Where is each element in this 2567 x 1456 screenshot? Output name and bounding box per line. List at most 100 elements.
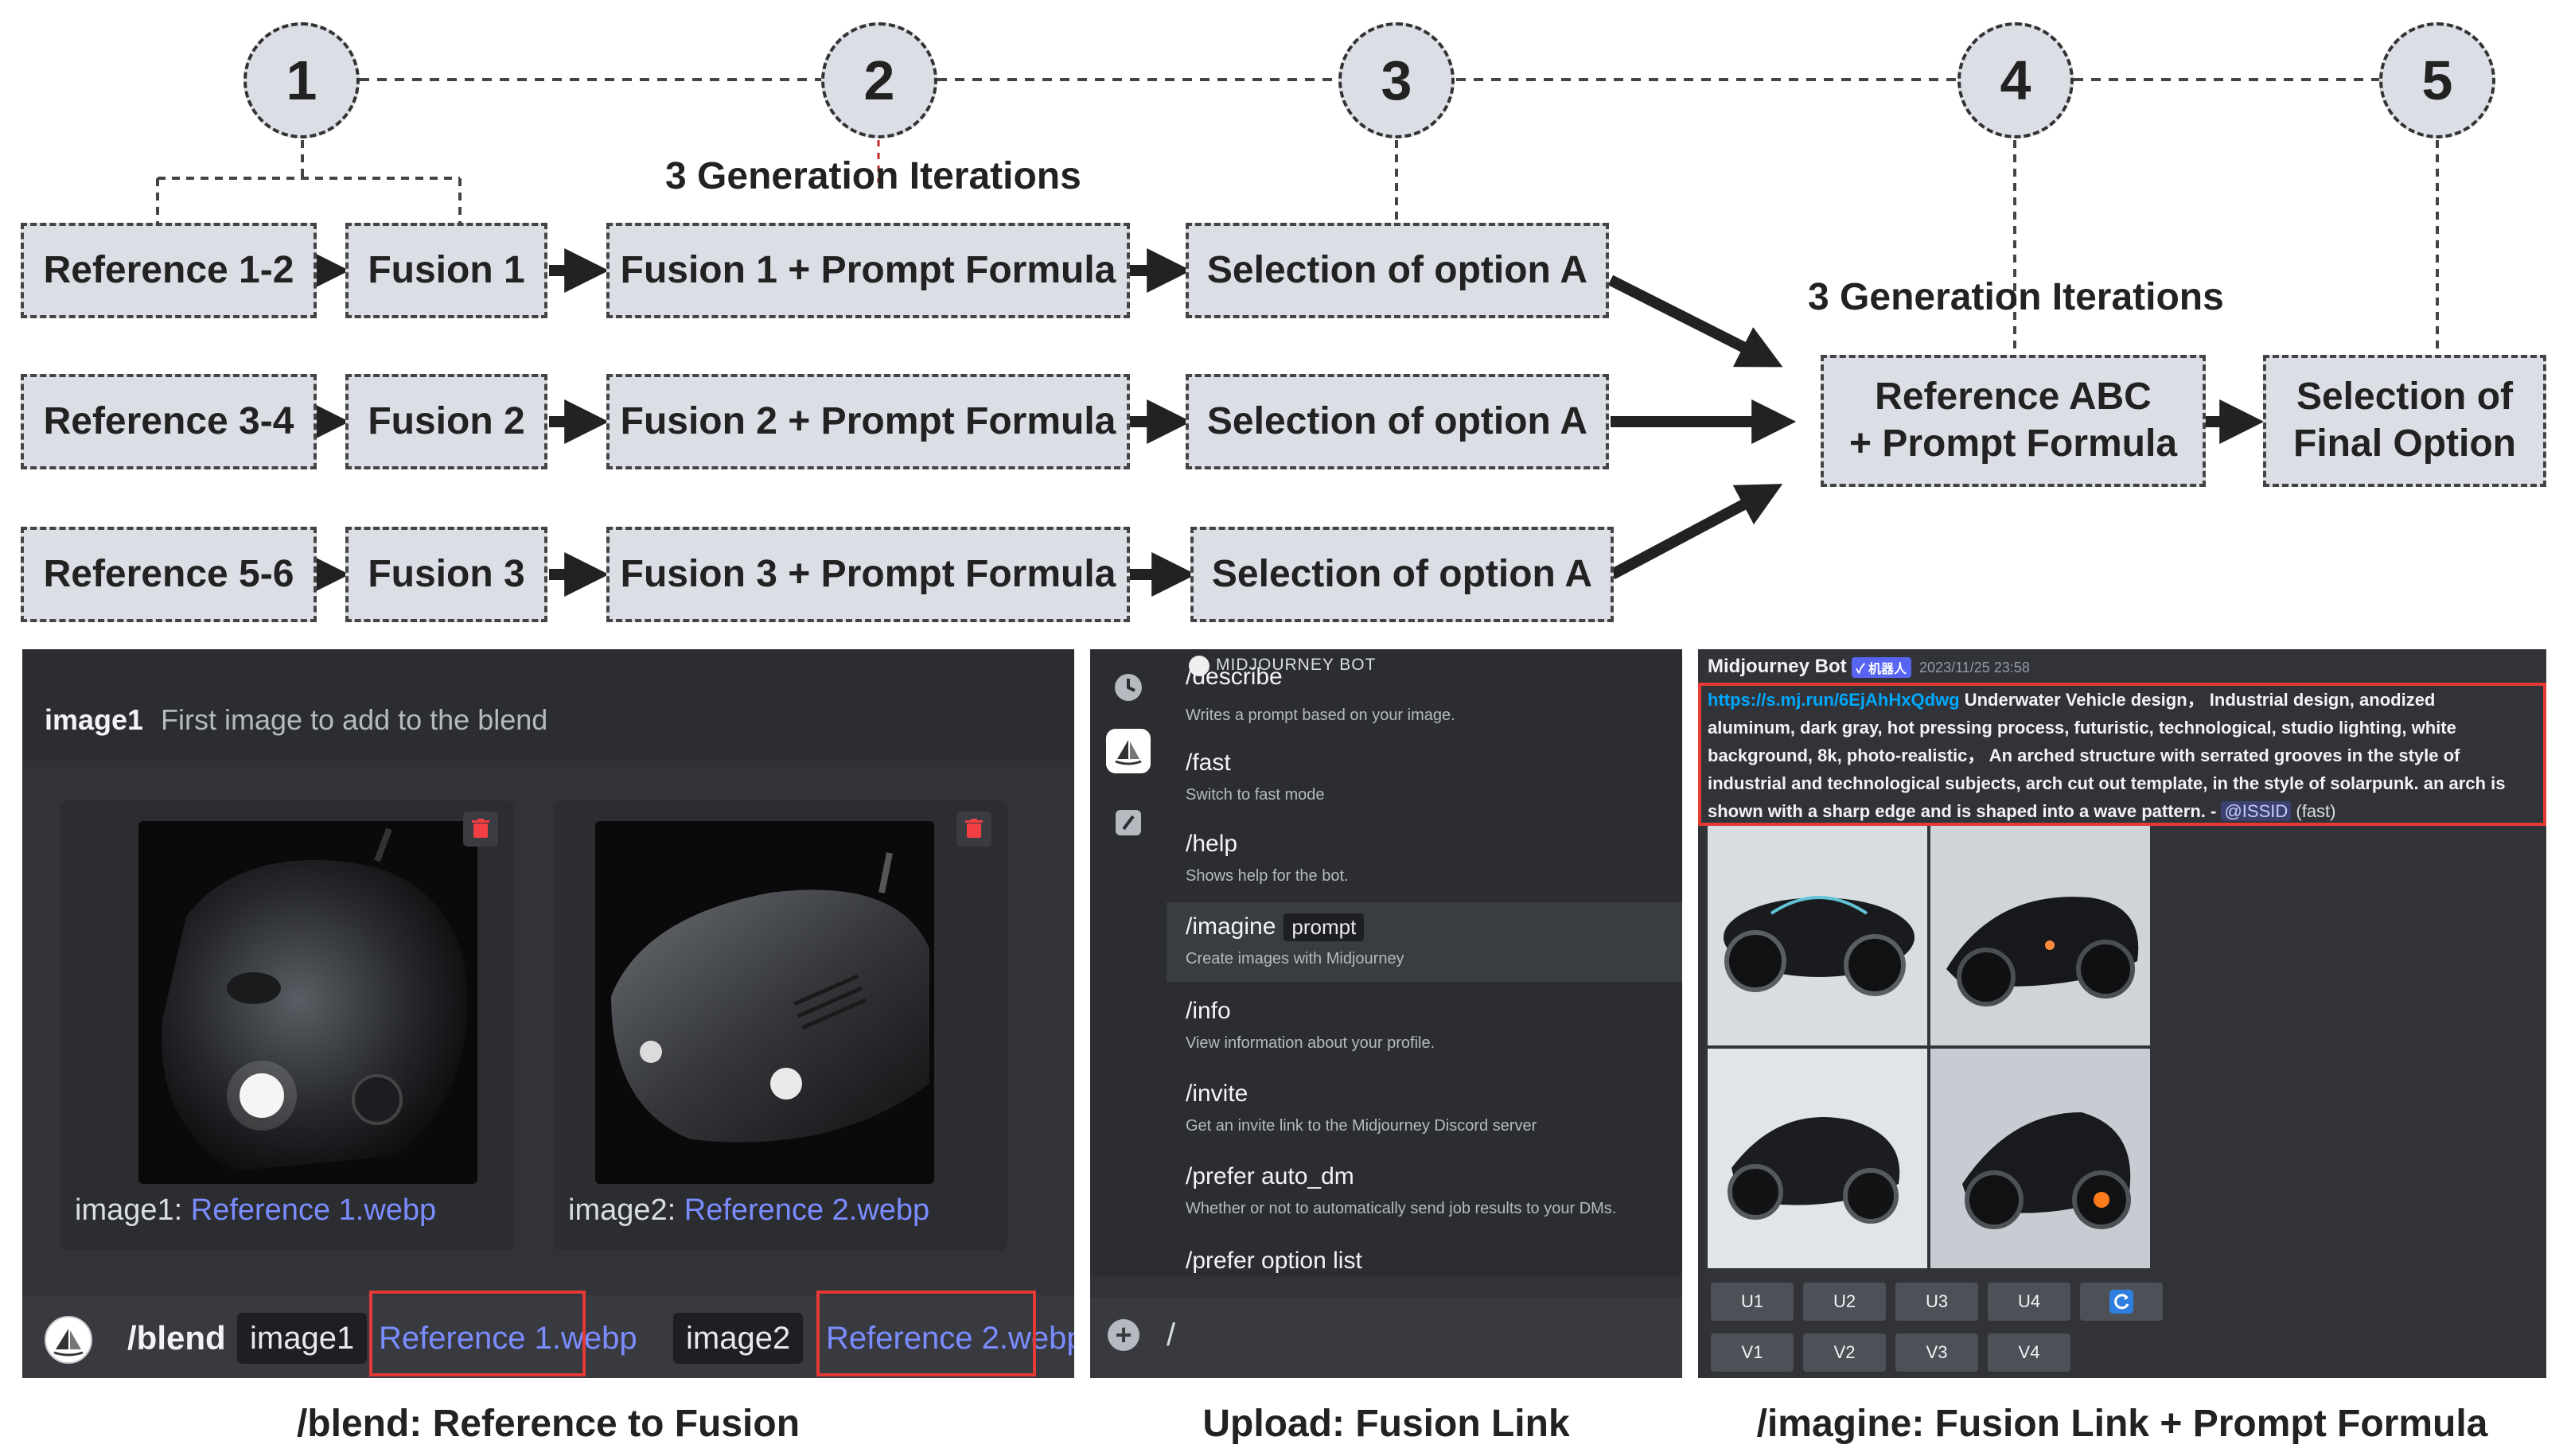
generated-image-grid[interactable] — [1708, 826, 2150, 1268]
generated-image-3[interactable] — [1708, 1049, 1927, 1268]
command-desc: Switch to fast mode — [1186, 786, 1325, 804]
blend-option-desc: First image to add to the blend — [161, 703, 548, 736]
command-describe[interactable]: /describe Writes a prompt based on your … — [1167, 657, 1682, 737]
reference-1-image — [138, 821, 477, 1184]
step-circle-3: 3 — [1338, 22, 1455, 138]
command-name: /prefer auto_dm — [1186, 1163, 1354, 1189]
command-name: /fast — [1186, 749, 1231, 776]
input-text: / — [1167, 1318, 1176, 1353]
command-name: /info — [1186, 998, 1231, 1024]
command-desc: Create images with Midjourney — [1186, 950, 1404, 967]
bot-name: MIDJOURNEY BOT — [1216, 656, 1377, 674]
command-list: MIDJOURNEY BOT /describe Writes a prompt… — [1167, 649, 1682, 1276]
bot-badge: ✓ 机器人 — [1851, 656, 1912, 678]
command-desc: Whether or not to automatically send job… — [1186, 1200, 1617, 1217]
command-prefer-option-list[interactable]: /prefer option list — [1167, 1236, 1682, 1276]
blend-param-image1[interactable]: image1 — [237, 1313, 368, 1364]
commands-panel: MIDJOURNEY BOT /describe Writes a prompt… — [1090, 649, 1682, 1378]
command-imagine[interactable]: /imagine prompt Create images with Midjou… — [1167, 902, 1682, 982]
mode-text: (fast) — [2291, 801, 2336, 821]
command-imagine-name: /imagine — [1186, 913, 1276, 940]
fusion-box-2: Fusion 2 — [345, 374, 547, 469]
attachment-label-1: image1: — [75, 1193, 191, 1227]
generated-image-4[interactable] — [1930, 1049, 2150, 1268]
selection-box-2: Selection of option A — [1186, 374, 1609, 469]
author-name: Midjourney Bot — [1708, 656, 1847, 677]
caption-blend: /blend: Reference to Fusion — [296, 1403, 800, 1445]
step-circle-1: 1 — [243, 22, 360, 138]
row-arrows — [305, 248, 2265, 597]
bot-avatar-icon — [1189, 656, 1209, 676]
command-name: /imagine prompt — [1186, 913, 1365, 941]
plus-icon[interactable]: + — [1108, 1319, 1139, 1351]
command-invite[interactable]: /invite Get an invite link to the Midjou… — [1167, 1069, 1682, 1149]
upscale-button-4[interactable]: U4 — [1988, 1283, 2070, 1321]
blend-option-name: image1 — [45, 703, 144, 736]
attachment-caption-2: image2: Reference 2.webp — [568, 1193, 929, 1228]
slash-icon[interactable] — [1106, 800, 1151, 845]
variation-button-1[interactable]: V1 — [1711, 1333, 1794, 1372]
fusion-link[interactable]: https://s.mj.run/6EjAhHxQdwg — [1708, 690, 1960, 710]
prompt-box-3: Fusion 3 + Prompt Formula — [606, 527, 1130, 622]
blend-attachment-card-2: image2: Reference 2.webp — [554, 800, 1007, 1251]
command-info[interactable]: /info View information about your profil… — [1167, 987, 1682, 1066]
imagine-panel: Midjourney Bot✓ 机器人 2023/11/25 23:58 http… — [1698, 649, 2546, 1378]
upscale-button-3[interactable]: U3 — [1895, 1283, 1978, 1321]
flow-connectors — [156, 78, 2439, 597]
variation-button-3[interactable]: V3 — [1895, 1333, 1978, 1372]
command-name: /help — [1186, 831, 1238, 857]
bot-avatar-icon — [45, 1316, 92, 1364]
user-mention[interactable]: @ISSID — [2221, 801, 2292, 821]
upscale-button-1[interactable]: U1 — [1711, 1283, 1794, 1321]
reference-2-image — [595, 821, 934, 1184]
command-desc: Get an invite link to the Midjourney Dis… — [1186, 1117, 1537, 1135]
blend-panel: image1 First image to add to the blend i… — [22, 649, 1074, 1378]
attachment-file-1[interactable]: Reference 1.webp — [190, 1193, 437, 1227]
app-rail — [1090, 649, 1167, 1276]
command-prefer-auto-dm[interactable]: /prefer auto_dm Whether or not to automa… — [1167, 1152, 1682, 1232]
generated-image-1[interactable] — [1708, 826, 1927, 1045]
message-timestamp: 2023/11/25 23:58 — [1919, 660, 2030, 675]
highlight-box-2 — [816, 1291, 1036, 1376]
clock-icon[interactable] — [1106, 665, 1151, 710]
blend-param-image2[interactable]: image2 — [673, 1313, 804, 1364]
command-help[interactable]: /help Shows help for the bot. — [1167, 819, 1682, 899]
attachment-label-2: image2: — [568, 1193, 684, 1227]
reference-box-1: Reference 1-2 — [21, 223, 317, 318]
generated-image-2[interactable] — [1930, 826, 2150, 1045]
iteration-label-step4: 3 Generation Iterations — [1808, 276, 2224, 318]
prompt-box-1: Fusion 1 + Prompt Formula — [606, 223, 1130, 318]
trash-icon[interactable] — [463, 812, 498, 847]
caption-upload: Upload: Fusion Link — [1202, 1403, 1570, 1445]
command-desc: Writes a prompt based on your image. — [1186, 707, 1455, 724]
variation-button-2[interactable]: V2 — [1803, 1333, 1886, 1372]
prompt-message: https://s.mj.run/6EjAhHxQdwg Underwater … — [1708, 686, 2527, 825]
caption-imagine: /imagine: Fusion Link + Prompt Formula — [1756, 1403, 2488, 1445]
command-name: /describe — [1186, 664, 1283, 690]
highlight-box-1 — [369, 1291, 586, 1376]
final-box-line1: Selection of — [2296, 376, 2514, 419]
step-circle-5: 5 — [2379, 22, 2495, 138]
variation-button-4[interactable]: V4 — [1988, 1333, 2070, 1372]
upscale-button-2[interactable]: U2 — [1803, 1283, 1886, 1321]
merge-box: Reference ABC + Prompt Formula — [1821, 355, 2206, 487]
command-name: /invite — [1186, 1080, 1248, 1107]
reroll-button[interactable] — [2080, 1283, 2163, 1321]
iteration-label-step2: 3 Generation Iterations — [665, 155, 1081, 197]
command-fast[interactable]: /fast Switch to fast mode — [1167, 738, 1682, 818]
message-header: Midjourney Bot✓ 机器人 2023/11/25 23:58 — [1708, 656, 2030, 678]
bot-icon[interactable] — [1106, 729, 1151, 773]
reference-box-3: Reference 5-6 — [21, 527, 317, 622]
prompt-text: Underwater Vehicle design， Industrial de… — [1708, 690, 2506, 821]
reference-box-2: Reference 3-4 — [21, 374, 317, 469]
merge-box-line1: Reference ABC — [1875, 376, 2152, 419]
final-box-line2: Final Option — [2293, 422, 2516, 465]
trash-icon[interactable] — [956, 812, 991, 847]
prompt-param-chip: prompt — [1284, 913, 1365, 941]
merge-box-line2: + Prompt Formula — [1848, 422, 2178, 465]
command-desc: Shows help for the bot. — [1186, 867, 1349, 885]
blend-param-file1[interactable]: Reference 1.webp — [379, 1321, 637, 1356]
attachment-file-2[interactable]: Reference 2.webp — [684, 1193, 930, 1227]
message-input[interactable]: + / — [1090, 1298, 1682, 1378]
selection-box-1: Selection of option A — [1186, 223, 1609, 318]
